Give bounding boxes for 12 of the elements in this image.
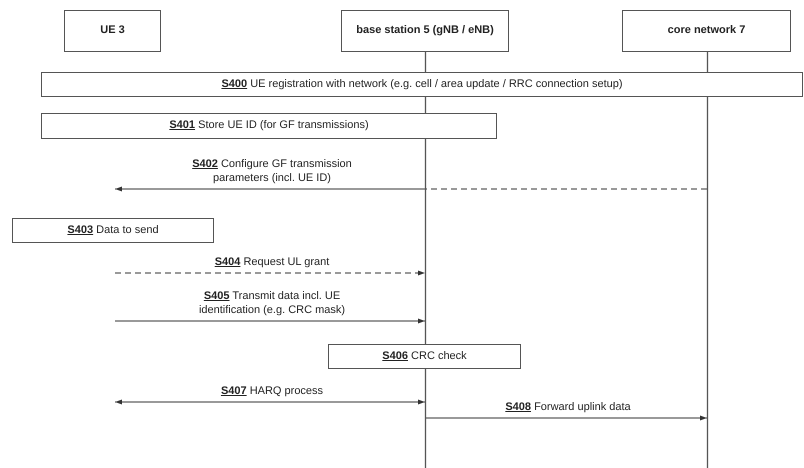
lifeline-header-box: base station 5 (gNB / eNB) <box>341 10 509 52</box>
lifeline-header-box: core network 7 <box>622 10 791 52</box>
message-arrow <box>115 318 425 324</box>
lifeline-header-box: UE 3 <box>64 10 161 52</box>
message-arrow <box>425 416 707 420</box>
message-arrow <box>115 270 425 276</box>
step-box: S403 Data to send <box>12 218 214 243</box>
step-box: S400 UE registration with network (e.g. cell / area update / RRC connection setup) <box>41 72 803 97</box>
message-arrow <box>115 186 425 192</box>
message-arrow <box>115 400 425 404</box>
step-box: S401 Store UE ID (for GF transmissions) <box>41 113 497 139</box>
step-box: S406 CRC check <box>328 344 521 369</box>
